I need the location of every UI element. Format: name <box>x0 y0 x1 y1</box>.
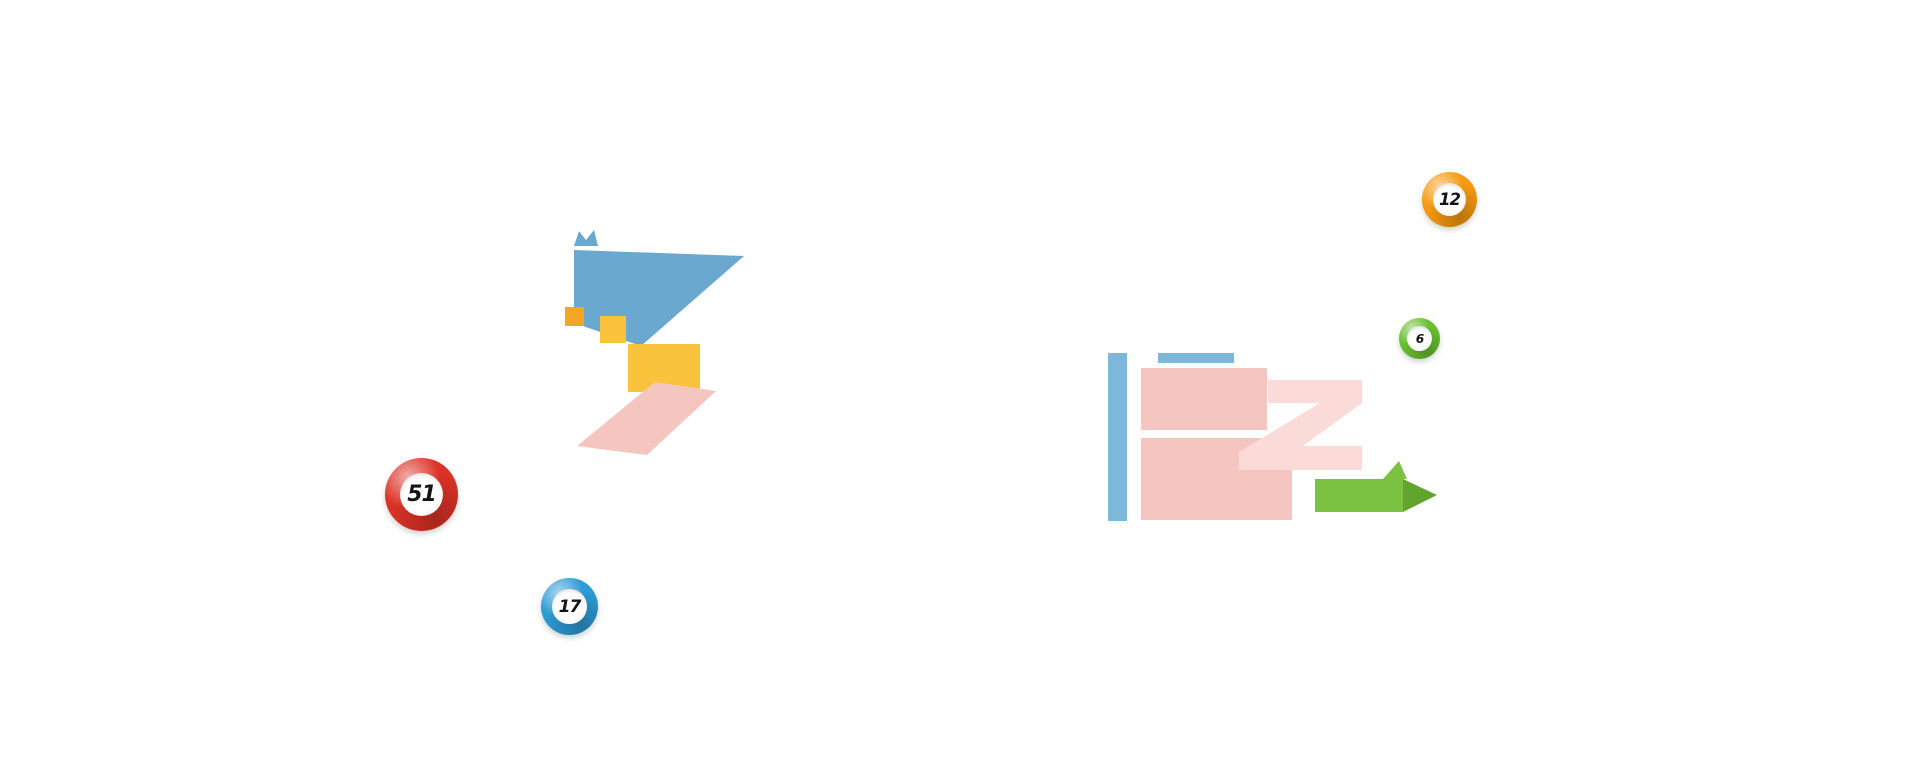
pink-block-upper <box>1141 368 1267 430</box>
bingo-ball-number: 6 <box>1407 326 1432 351</box>
blue-flag-shape <box>574 250 744 346</box>
bingo-ball-orange: 12 <box>1422 172 1477 227</box>
bingo-ball-number: 17 <box>552 589 587 624</box>
pink-ribbon-shape <box>577 382 716 455</box>
bingo-ball-blue: 17 <box>541 578 598 635</box>
bingo-ball-number: 51 <box>399 472 444 517</box>
right-abstract-illustration <box>1108 353 1437 521</box>
blue-top-strip <box>1158 353 1234 363</box>
bingo-ball-red: 51 <box>385 458 458 531</box>
blue-crown-shape <box>574 230 598 246</box>
pencil-flag <box>1383 461 1407 479</box>
orange-square-shape <box>565 307 584 326</box>
pencil-tip-icon <box>1403 479 1437 512</box>
bingo-ball-number: 12 <box>1433 183 1466 216</box>
pink-digit-two-shape <box>1239 380 1362 470</box>
yellow-square-small <box>600 316 626 343</box>
bingo-ball-green: 6 <box>1399 318 1440 359</box>
left-abstract-illustration <box>565 230 744 455</box>
pencil-body <box>1315 479 1403 512</box>
blue-vertical-bar <box>1108 353 1127 521</box>
